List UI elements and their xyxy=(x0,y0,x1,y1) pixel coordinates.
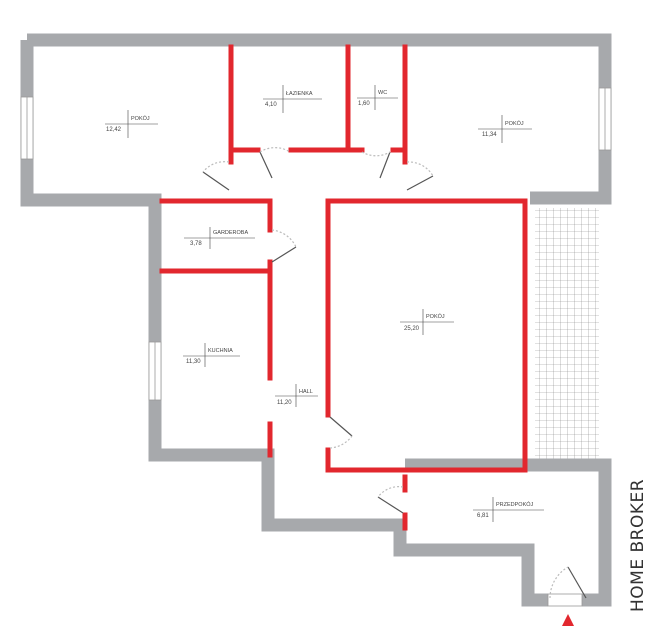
room-label-kuchnia xyxy=(183,343,240,367)
room-name: KUCHNIA xyxy=(208,348,233,354)
room-label-lazienka xyxy=(263,85,322,113)
room-area: 4,10 xyxy=(265,102,277,108)
room-name: POKÓJ xyxy=(505,120,524,127)
room-label-hall xyxy=(275,384,318,407)
room-area: 12,42 xyxy=(106,127,122,133)
balcony xyxy=(535,208,599,460)
entrance-marker-icon xyxy=(562,614,574,626)
room-area: 3,78 xyxy=(190,241,202,247)
room-name: GARDEROBA xyxy=(213,230,248,236)
room-name: PRZEDPOKÓJ xyxy=(496,501,534,508)
room-labels xyxy=(105,85,544,522)
windows xyxy=(20,87,612,607)
partition-walls xyxy=(159,44,528,531)
room-label-pokoj-1 xyxy=(105,110,158,138)
room-label-pokoj-2 xyxy=(478,115,532,143)
room-name: HALL xyxy=(299,389,313,395)
room-area: 11,20 xyxy=(277,400,292,406)
brand-logo: HOME BROKER xyxy=(628,478,648,612)
room-name: ŁAZIENKA xyxy=(286,91,313,97)
room-name: WC xyxy=(378,90,387,96)
room-name: POKÓJ xyxy=(131,115,150,122)
room-name: POKÓJ xyxy=(426,313,445,320)
room-area: 1,60 xyxy=(358,101,370,107)
room-area: 25,20 xyxy=(404,326,420,332)
room-label-pokoj-3 xyxy=(400,309,454,335)
room-label-garderoba xyxy=(184,227,255,249)
room-area: 11,30 xyxy=(186,359,201,365)
room-area: 11,34 xyxy=(482,132,497,138)
room-label-wc xyxy=(357,85,398,110)
room-label-przedpokoj xyxy=(473,497,544,522)
doors xyxy=(202,147,587,599)
room-area: 6,81 xyxy=(477,513,489,519)
